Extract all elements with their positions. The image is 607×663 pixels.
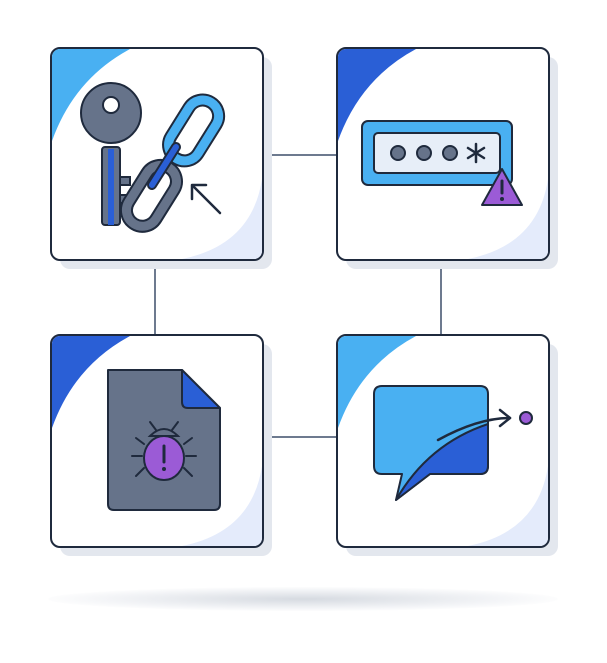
card-face (50, 47, 264, 261)
corner-accent (338, 49, 416, 141)
card-password-art (338, 49, 548, 259)
card-malware-file (50, 334, 272, 556)
corner-accent (52, 49, 130, 141)
floor-shadow (48, 587, 558, 611)
corner-accent (338, 336, 416, 428)
card-password (336, 47, 558, 269)
destination-dot (519, 411, 533, 425)
corner-glow (468, 179, 548, 259)
card-key-chain (50, 47, 272, 269)
redirect-arrow-icon (436, 408, 533, 442)
card-phishing-message-art (338, 336, 548, 546)
card-face (336, 47, 550, 261)
corner-glow (182, 179, 262, 259)
warning-triangle-icon (481, 168, 523, 206)
card-malware-file-art (52, 336, 262, 546)
key-icon (80, 82, 142, 226)
card-key-chain-art (52, 49, 262, 259)
card-face (336, 334, 550, 548)
card-face (50, 334, 264, 548)
corner-glow (468, 466, 548, 546)
chain-link-icon (119, 93, 226, 233)
password-field-icon (361, 120, 513, 186)
corner-accent (52, 336, 130, 428)
chat-bubble-icon (373, 385, 489, 501)
card-phishing-message (336, 334, 558, 556)
corner-glow (182, 466, 262, 546)
cursor-arrow-icon (190, 183, 222, 215)
bug-icon (131, 421, 197, 481)
